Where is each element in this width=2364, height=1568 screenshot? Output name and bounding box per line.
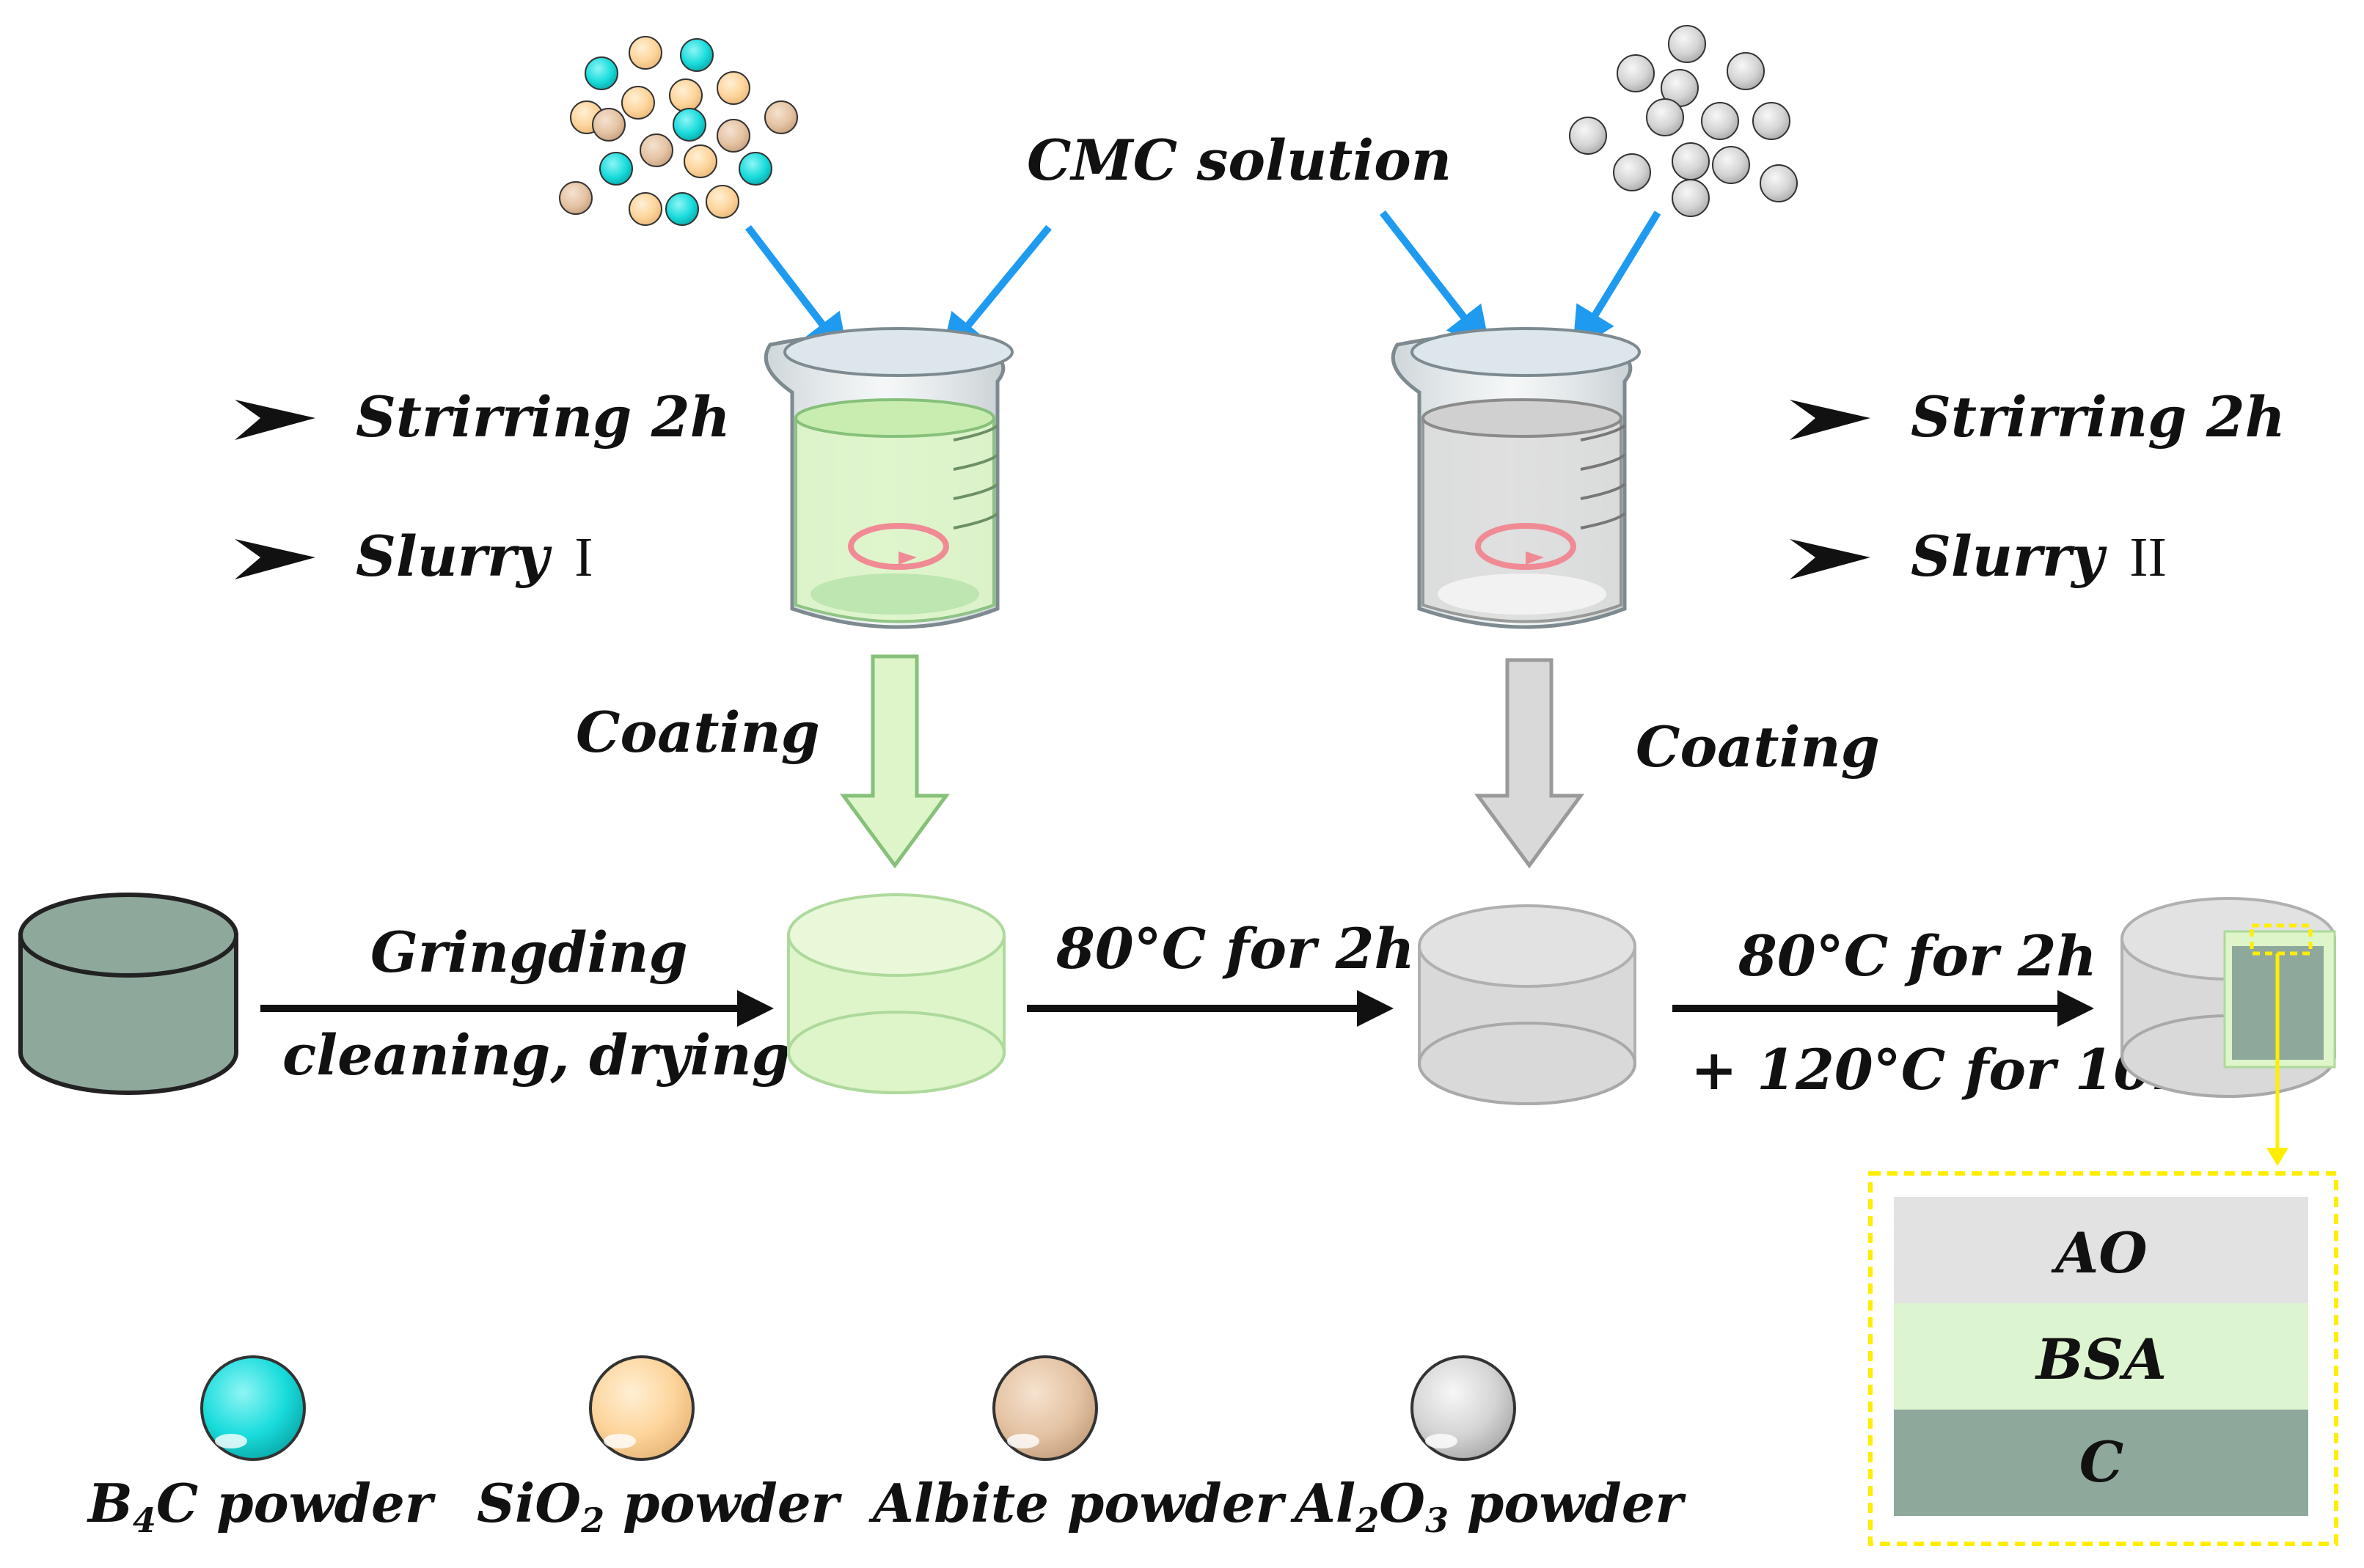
- legend-sio2: SiO2 powder: [477, 1355, 843, 1540]
- layer-c-label: C: [2079, 1429, 2124, 1495]
- coating-arrow-green: [840, 654, 950, 869]
- sio2-powder-icon: [589, 1355, 695, 1461]
- coating-arrow-gray: [1474, 658, 1584, 869]
- powder-mix-cluster: [559, 36, 798, 226]
- bsa-coated-cylinder: [787, 893, 1006, 1094]
- alumina-cluster: [1569, 25, 1798, 217]
- arrowhead-bullet-icon: [1790, 400, 1870, 579]
- zoom-region-box: [2250, 923, 2313, 956]
- layer-c: [1894, 1410, 2308, 1516]
- legend-albite-label: Albite powder: [868, 1472, 1287, 1534]
- legend-al2o3: Al2O3 powder: [1290, 1355, 1687, 1540]
- cmc-solution-label: CMC solution: [1027, 128, 1452, 193]
- clean-label: cleaning, drying: [282, 1022, 791, 1088]
- dry1-label: 80°C for 2h: [1055, 916, 1415, 981]
- beaker-slurry-1: [764, 327, 1014, 629]
- slurry1-step1: Strirring 2h: [356, 384, 731, 450]
- layer-ao-label: AO: [2051, 1220, 2147, 1286]
- final-coated-cylinder: [2120, 897, 2336, 1166]
- slurry2-step2: Slurry II: [1911, 524, 2167, 589]
- b4c-powder-icon: [200, 1355, 306, 1461]
- grind-label: Gringding: [370, 920, 688, 985]
- ao-coated-cylinder: [1418, 904, 1636, 1105]
- stir-icon: [848, 523, 949, 570]
- layer-ao: [1894, 1197, 2308, 1303]
- dry2-label-a: 80°C for 2h: [1738, 923, 2097, 989]
- legend-b4c-label: B4C powder: [87, 1472, 436, 1540]
- layer-inset: AO BSA C: [1868, 1171, 2338, 1546]
- slurry2-step1: Strirring 2h: [1911, 384, 2286, 450]
- layer-bsa-label: BSA: [2035, 1327, 2167, 1392]
- legend-sio2-label: SiO2 powder: [477, 1472, 843, 1540]
- arrowhead-bullet-icon: [235, 400, 315, 579]
- legend-b4c: B4C powder: [87, 1355, 436, 1540]
- layer-bsa: [1894, 1303, 2308, 1410]
- legend-albite: Albite powder: [868, 1355, 1287, 1534]
- dry2-label-b: + 120°C for 10h: [1691, 1037, 2193, 1102]
- albite-powder-icon: [992, 1355, 1098, 1461]
- beaker-slurry-2: [1391, 327, 1641, 629]
- al2o3-powder-icon: [1410, 1355, 1516, 1461]
- legend-al2o3-label: Al2O3 powder: [1290, 1472, 1687, 1540]
- stir-icon: [1475, 523, 1576, 570]
- coating-label-1: Coating: [576, 700, 820, 765]
- slurry1-step2: Slurry I: [356, 524, 593, 589]
- legend: B4C powder SiO2 powder Albite powder Al2…: [87, 1355, 1687, 1540]
- substrate-cylinder: [18, 893, 238, 1095]
- coating-label-2: Coating: [1636, 714, 1880, 780]
